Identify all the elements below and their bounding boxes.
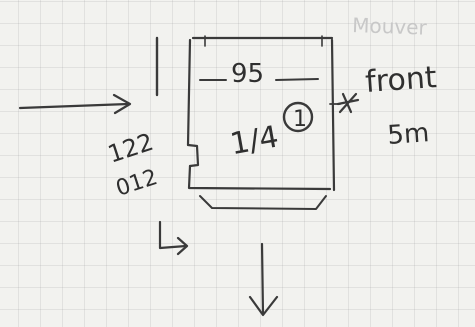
width-label: 95	[231, 59, 264, 89]
inflow-arrow	[18, 93, 132, 115]
star-marker	[329, 92, 360, 114]
height-label-line2: 012	[113, 165, 161, 202]
width-dimension-right	[275, 78, 319, 81]
side-note-line1: front	[364, 60, 438, 100]
box-outline	[186, 35, 336, 210]
side-note-line2: 5m	[386, 118, 430, 151]
circled-number-text: 1	[293, 107, 307, 132]
outflow-arrow	[248, 242, 279, 317]
faint-note: Mouver	[352, 13, 428, 40]
height-label-line1: 122	[105, 128, 157, 169]
fraction-label: 1/4	[228, 119, 282, 162]
corner-arrow	[158, 220, 189, 256]
circled-number: 1	[282, 101, 314, 133]
